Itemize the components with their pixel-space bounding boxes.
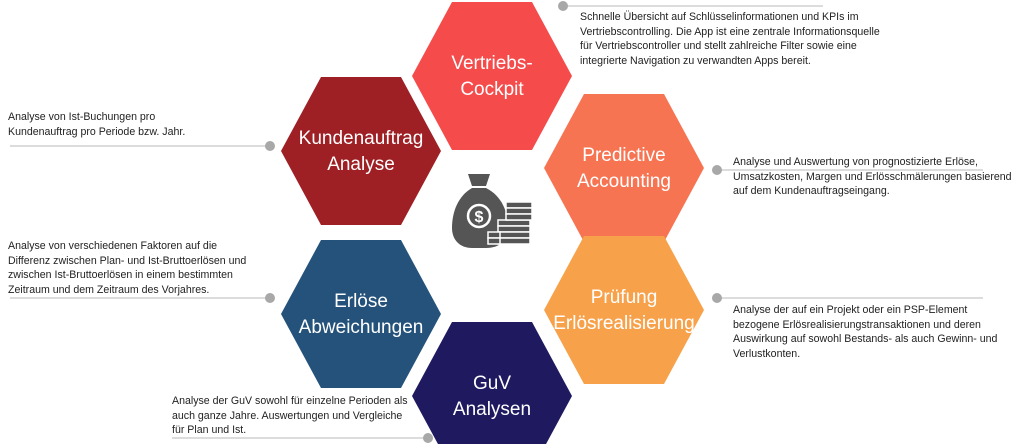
description-line: Zeitraum und dem Zeitraum des Vorjahres.: [8, 283, 210, 296]
hexagon-guv-analysen[interactable]: GuV Analysen: [412, 322, 572, 444]
description-line: bezogene Erlösrealisierungstransaktionen…: [733, 318, 981, 331]
hexagon-label: Accounting: [577, 171, 671, 192]
connector-line: [10, 145, 270, 147]
connector-dot: [558, 1, 568, 11]
hexagon-label: Erlösrealisierung: [553, 313, 695, 334]
hexagon-label: Vertriebs-: [451, 53, 532, 74]
description-line: Differenz zwischen Plan- und Ist-Bruttoe…: [8, 254, 247, 267]
hexagon-shape: [412, 2, 572, 150]
hexagon-label: Abweichungen: [299, 317, 424, 338]
description-line: Kundenauftrag pro Periode bzw. Jahr.: [8, 125, 186, 138]
description-line: Analyse von verschiedenen Faktoren auf d…: [8, 240, 218, 252]
description-predictive-accounting: Analyse und Auswertung von prognostizier…: [733, 155, 1012, 199]
description-line: Umsatzkosten, Margen und Erlösschmälerun…: [733, 170, 1012, 183]
description-line: Analyse von Ist-Buchungen pro: [8, 111, 156, 123]
connector-line: [717, 297, 983, 299]
hexagon-label: Analysen: [453, 399, 531, 420]
connector-line: [717, 169, 983, 171]
connector-dot: [265, 141, 275, 151]
description-line: zwischen Ist-Bruttoerlösen in einem best…: [8, 269, 233, 281]
connector-dot: [712, 165, 722, 175]
money-bag-icon: $: [452, 174, 533, 248]
hexagon-label: Cockpit: [460, 79, 524, 100]
hexagon-label: Erlöse: [334, 291, 388, 312]
connector-dot: [265, 293, 275, 303]
description-line: Vertriebscontrolling. Die App ist eine z…: [580, 25, 880, 38]
description-line: Analyse der GuV sowohl für einzelne Peri…: [172, 395, 408, 407]
description-line: Auswirkung auf sowohl Bestands- als auch…: [733, 333, 998, 345]
hexagon-label: Predictive: [582, 145, 665, 166]
connector-line: [172, 437, 428, 439]
hexagon-label: Kundenauftrag: [299, 128, 424, 149]
hexagon-label: GuV: [473, 373, 511, 394]
description-pruefung-erloesrealisierung: Analyse der auf ein Projekt oder ein PSP…: [733, 303, 997, 361]
description-guv-analysen: Analyse der GuV sowohl für einzelne Peri…: [172, 394, 408, 438]
description-line: integrierte Navigation zu verwandten App…: [580, 54, 811, 67]
connector-line: [563, 5, 823, 7]
svg-text:$: $: [475, 209, 484, 226]
description-line: für Plan und Ist.: [172, 424, 247, 436]
description-line: Schnelle Übersicht auf Schlüsselinformat…: [580, 11, 859, 23]
description-line: für Vertriebscontroller und stellt zahlr…: [580, 40, 857, 52]
connector-dot: [712, 293, 722, 303]
hexagon-label: Analyse: [327, 154, 395, 175]
hexagon-vertriebs-cockpit[interactable]: Vertriebs- Cockpit: [412, 2, 572, 150]
hexagon-shape: [544, 236, 704, 384]
description-line: Analyse der auf ein Projekt oder ein PSP…: [733, 304, 968, 316]
description-vertriebs-cockpit: Schnelle Übersicht auf Schlüsselinformat…: [580, 10, 880, 68]
description-erloese-abweichungen: Analyse von verschiedenen Faktoren auf d…: [8, 239, 246, 297]
hexagon-shape: [544, 94, 704, 242]
hexagon-label: Prüfung: [591, 287, 658, 308]
description-line: auf dem Kundenauftragseingang.: [733, 185, 890, 197]
hexagon-shape: [281, 240, 441, 388]
hexagon-shape: [281, 77, 441, 225]
description-line: auch ganze Jahre. Auswertungen und Vergl…: [172, 409, 403, 422]
hexagon-shape: [412, 322, 572, 444]
connector-line: [10, 297, 270, 299]
description-line: Verlustkonten.: [733, 347, 801, 360]
connector-dot: [423, 433, 433, 443]
description-line: Analyse und Auswertung von prognostizier…: [733, 156, 978, 168]
